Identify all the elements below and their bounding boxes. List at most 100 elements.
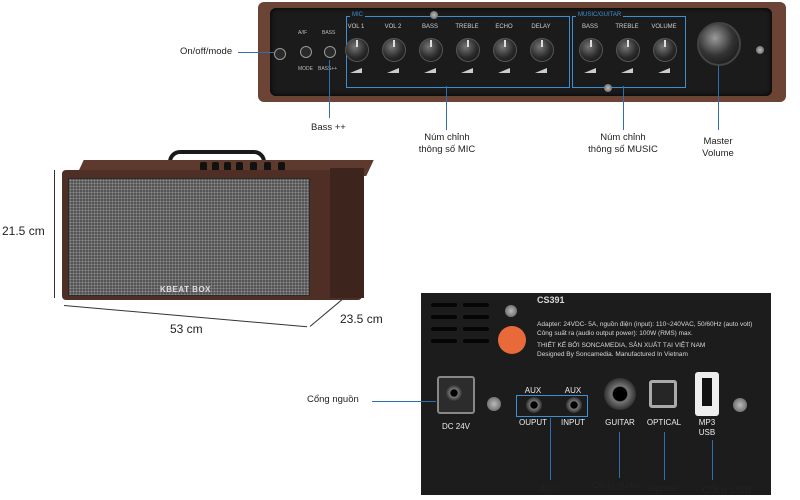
level-mark-icon (498, 68, 510, 73)
aux-output-jack[interactable] (526, 397, 542, 413)
vent (463, 339, 489, 343)
height-dimension-line (54, 170, 55, 298)
knob-label: BASS (421, 24, 438, 30)
screw-icon (733, 398, 747, 412)
mic-delay-knob[interactable] (530, 38, 554, 62)
music-volume-knob[interactable] (653, 38, 677, 62)
dc-power-port[interactable] (437, 376, 475, 414)
level-mark-icon (535, 68, 547, 73)
music-group-box (572, 16, 686, 88)
mode-button[interactable] (300, 46, 312, 58)
speaker-side (330, 168, 364, 298)
level-mark-icon (658, 68, 670, 73)
callout-line (718, 66, 719, 130)
callout-master-line2: Volume (702, 148, 734, 159)
level-mark-icon (461, 68, 473, 73)
knob-label: ECHO (495, 24, 513, 30)
callout-usb: Cổng USB (702, 484, 752, 496)
music-bass-knob[interactable] (579, 38, 603, 62)
knob-label: VOL 1 (347, 24, 365, 30)
guitar-label: GUITAR (605, 418, 635, 427)
aux-in-label: INPUT (561, 418, 585, 427)
depth-label: 23.5 cm (340, 312, 383, 326)
callout-master-line1: Master (703, 136, 733, 147)
knob-label: DELAY (531, 24, 551, 30)
aux-in-top-label: AUX (564, 386, 582, 395)
vent (431, 327, 457, 331)
level-mark-icon (584, 68, 596, 73)
level-mark-icon (621, 68, 633, 73)
mic-vol1-knob[interactable] (345, 38, 369, 62)
screw-icon (604, 84, 612, 92)
knob-label: VOL 2 (384, 24, 402, 30)
guitar-jack[interactable] (604, 378, 636, 410)
knob-label: TREBLE (615, 24, 639, 30)
usb-slot-icon (702, 378, 712, 406)
callout-line (238, 52, 274, 53)
callout-on-off-mode: On/off/mode (180, 46, 233, 57)
mic-vol2-knob[interactable] (382, 38, 406, 62)
aux-group-box (516, 395, 588, 417)
callout-music-line2: thông số MUSIC (588, 144, 658, 155)
speaker-grill (68, 178, 310, 296)
knob-label: BASS (581, 24, 598, 30)
on-off-mode-switch[interactable] (274, 48, 286, 60)
callout-mic-knobs: Núm chỉnh thông số MIC (414, 132, 480, 156)
screw-icon (487, 397, 501, 411)
vent (463, 315, 489, 319)
aux-input-jack[interactable] (566, 397, 582, 413)
usb-label: USB (698, 428, 716, 437)
mic-treble-knob[interactable] (456, 38, 480, 62)
screw-icon (430, 11, 438, 19)
top-knob-icon (250, 162, 257, 171)
vent (431, 315, 457, 319)
optical-port[interactable] (649, 380, 677, 408)
callout-aux: AUX (540, 484, 560, 495)
design-en: Designed By Soncamedia. Manufactured In … (537, 351, 688, 358)
width-label: 53 cm (170, 322, 203, 336)
speaker-logo: KBEAT BOX (160, 285, 212, 294)
switch-label-a-off: A/IF (298, 30, 308, 36)
callout-line (446, 86, 447, 130)
control-panel: A/IF MODE BASS BASS++ MIC VOL 1 VOL 2 BA… (270, 8, 772, 96)
knob-label: TREBLE (455, 24, 479, 30)
callout-master: Master Volume (698, 136, 738, 160)
mp3-label: MP3 (698, 418, 716, 427)
callout-mic-line1: Núm chỉnh (424, 132, 470, 143)
screw-icon (505, 305, 517, 317)
callout-line (372, 401, 436, 402)
callout-music-line1: Núm chỉnh (600, 132, 646, 143)
music-group-title: MUSIC/GUITAR (576, 12, 624, 18)
knob-label: VOLUME (651, 24, 677, 30)
dc-label: DC 24V (441, 422, 470, 431)
level-mark-icon (387, 68, 399, 73)
callout-optical: Optical (648, 483, 678, 494)
design-vn: THIẾT KẾ BỞI SONCAMEDIA, SẢN XUẤT TẠI VI… (537, 342, 706, 349)
switch-label-mode: MODE (298, 66, 313, 72)
callout-power: Cổng nguồn (307, 394, 359, 405)
switch-label-bass-plus: BASS++ (318, 66, 338, 72)
bass-plus-button[interactable] (324, 46, 336, 58)
level-mark-icon (350, 68, 362, 73)
music-treble-knob[interactable] (616, 38, 640, 62)
optical-label: OPTICAL (646, 418, 682, 427)
mic-echo-knob[interactable] (493, 38, 517, 62)
mic-group-title: MIC (350, 12, 365, 18)
aux-out-label: OUPUT (519, 418, 547, 427)
callout-line (329, 60, 330, 118)
level-mark-icon (424, 68, 436, 73)
top-knob-icon (224, 162, 231, 171)
dc-jack-icon (446, 385, 462, 401)
mic-bass-knob[interactable] (419, 38, 443, 62)
aux-out-top-label: AUX (524, 386, 542, 395)
callout-mic-line2: thông số MIC (418, 144, 476, 155)
vent (463, 303, 489, 307)
top-knob-icon (278, 162, 285, 171)
vent (431, 339, 457, 343)
switch-label-bass: BASS (322, 30, 336, 36)
vent (463, 327, 489, 331)
top-knob-icon (236, 162, 243, 171)
height-label: 21.5 cm (2, 224, 45, 238)
top-knob-icon (212, 162, 219, 171)
master-volume-knob[interactable] (697, 22, 741, 66)
